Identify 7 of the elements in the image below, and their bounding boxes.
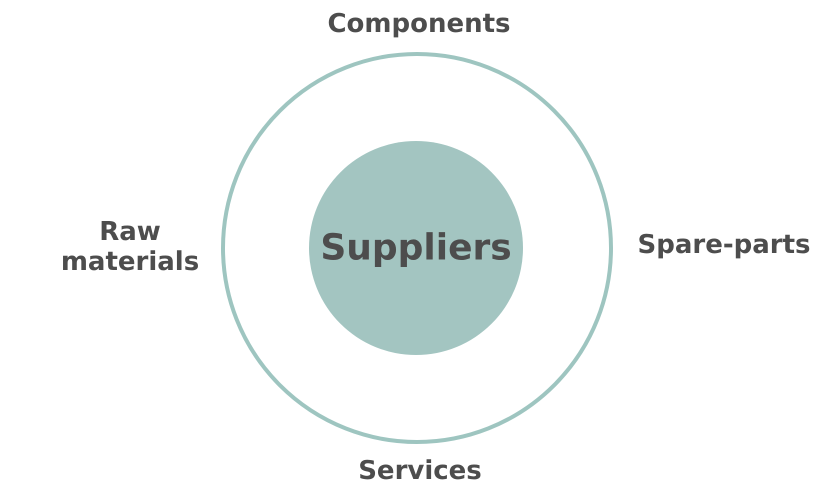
category-label: Raw materials (60, 218, 200, 278)
ring-outline (221, 52, 613, 444)
supplier-circle (309, 141, 523, 355)
category-label: Spare-parts (636, 231, 812, 261)
category-label: Services (357, 457, 483, 487)
category-label: Components (326, 10, 512, 40)
node-label: Suppliers (319, 228, 513, 268)
